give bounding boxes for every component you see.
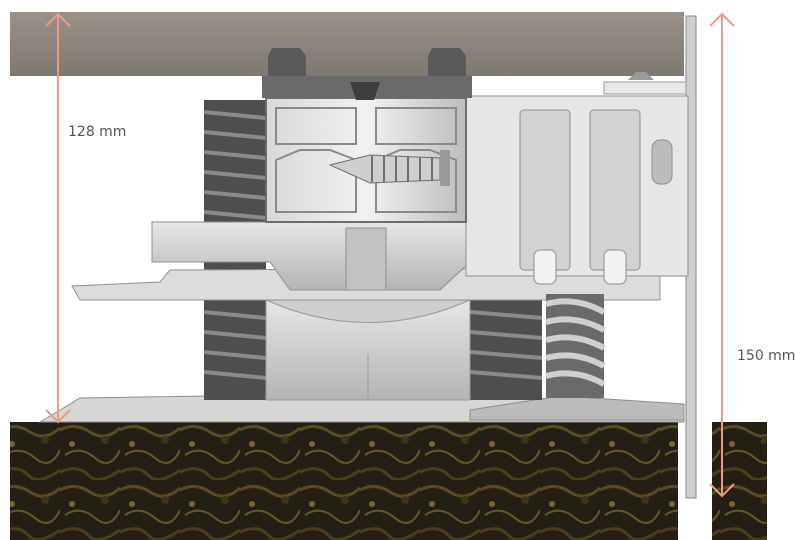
clip-housing [465,95,689,285]
soil-ground [10,422,678,540]
top-screw-head [350,82,380,100]
spring-adjuster [545,294,606,398]
soil-ground-right [712,422,767,540]
dimension-label-right: 150 mm [737,348,795,364]
bracket-screw [628,72,654,80]
deck-slab [10,12,684,76]
dimension-label-left: 128 mm [68,124,127,140]
dimension-line-right [709,12,735,498]
body-arch [265,299,471,323]
screw [328,150,450,186]
fascia-bracket [603,81,687,95]
right-thread-column [469,300,543,400]
head-center-block [345,227,387,291]
dimension-line-left [45,12,71,424]
base-flange [469,395,685,421]
